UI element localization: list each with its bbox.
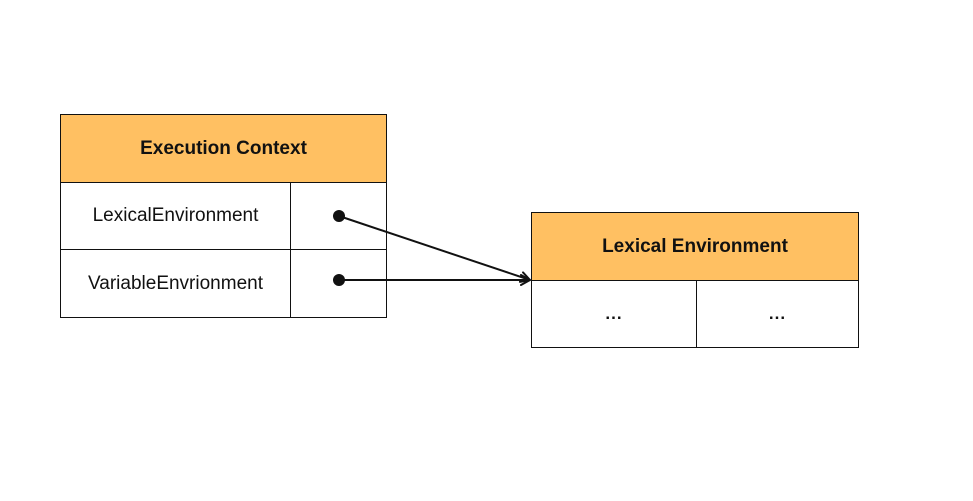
execution-context-row-lexical-label: LexicalEnvironment — [60, 182, 291, 250]
execution-context-title: Execution Context — [140, 137, 307, 159]
lexical-environment-label: LexicalEnvironment — [92, 205, 259, 226]
lexical-environment-cell-left-text: ... — [605, 304, 623, 323]
execution-context-row-variable-label: VariableEnvrionment — [60, 249, 291, 318]
variable-environment-label: VariableEnvrionment — [88, 272, 263, 294]
execution-context-row-lexical-pointer-cell — [290, 182, 387, 250]
lexical-environment-cell-right-text: ... — [768, 304, 787, 323]
lexical-environment-title: Lexical Environment — [602, 235, 788, 257]
execution-context-row-variable-pointer-cell — [290, 249, 387, 318]
lexical-environment-header: Lexical Environment — [531, 212, 859, 281]
execution-context-header: Execution Context — [60, 114, 387, 183]
lexical-environment-cell-right: ... — [696, 280, 859, 348]
lexical-environment-cell-left: ... — [531, 280, 697, 348]
